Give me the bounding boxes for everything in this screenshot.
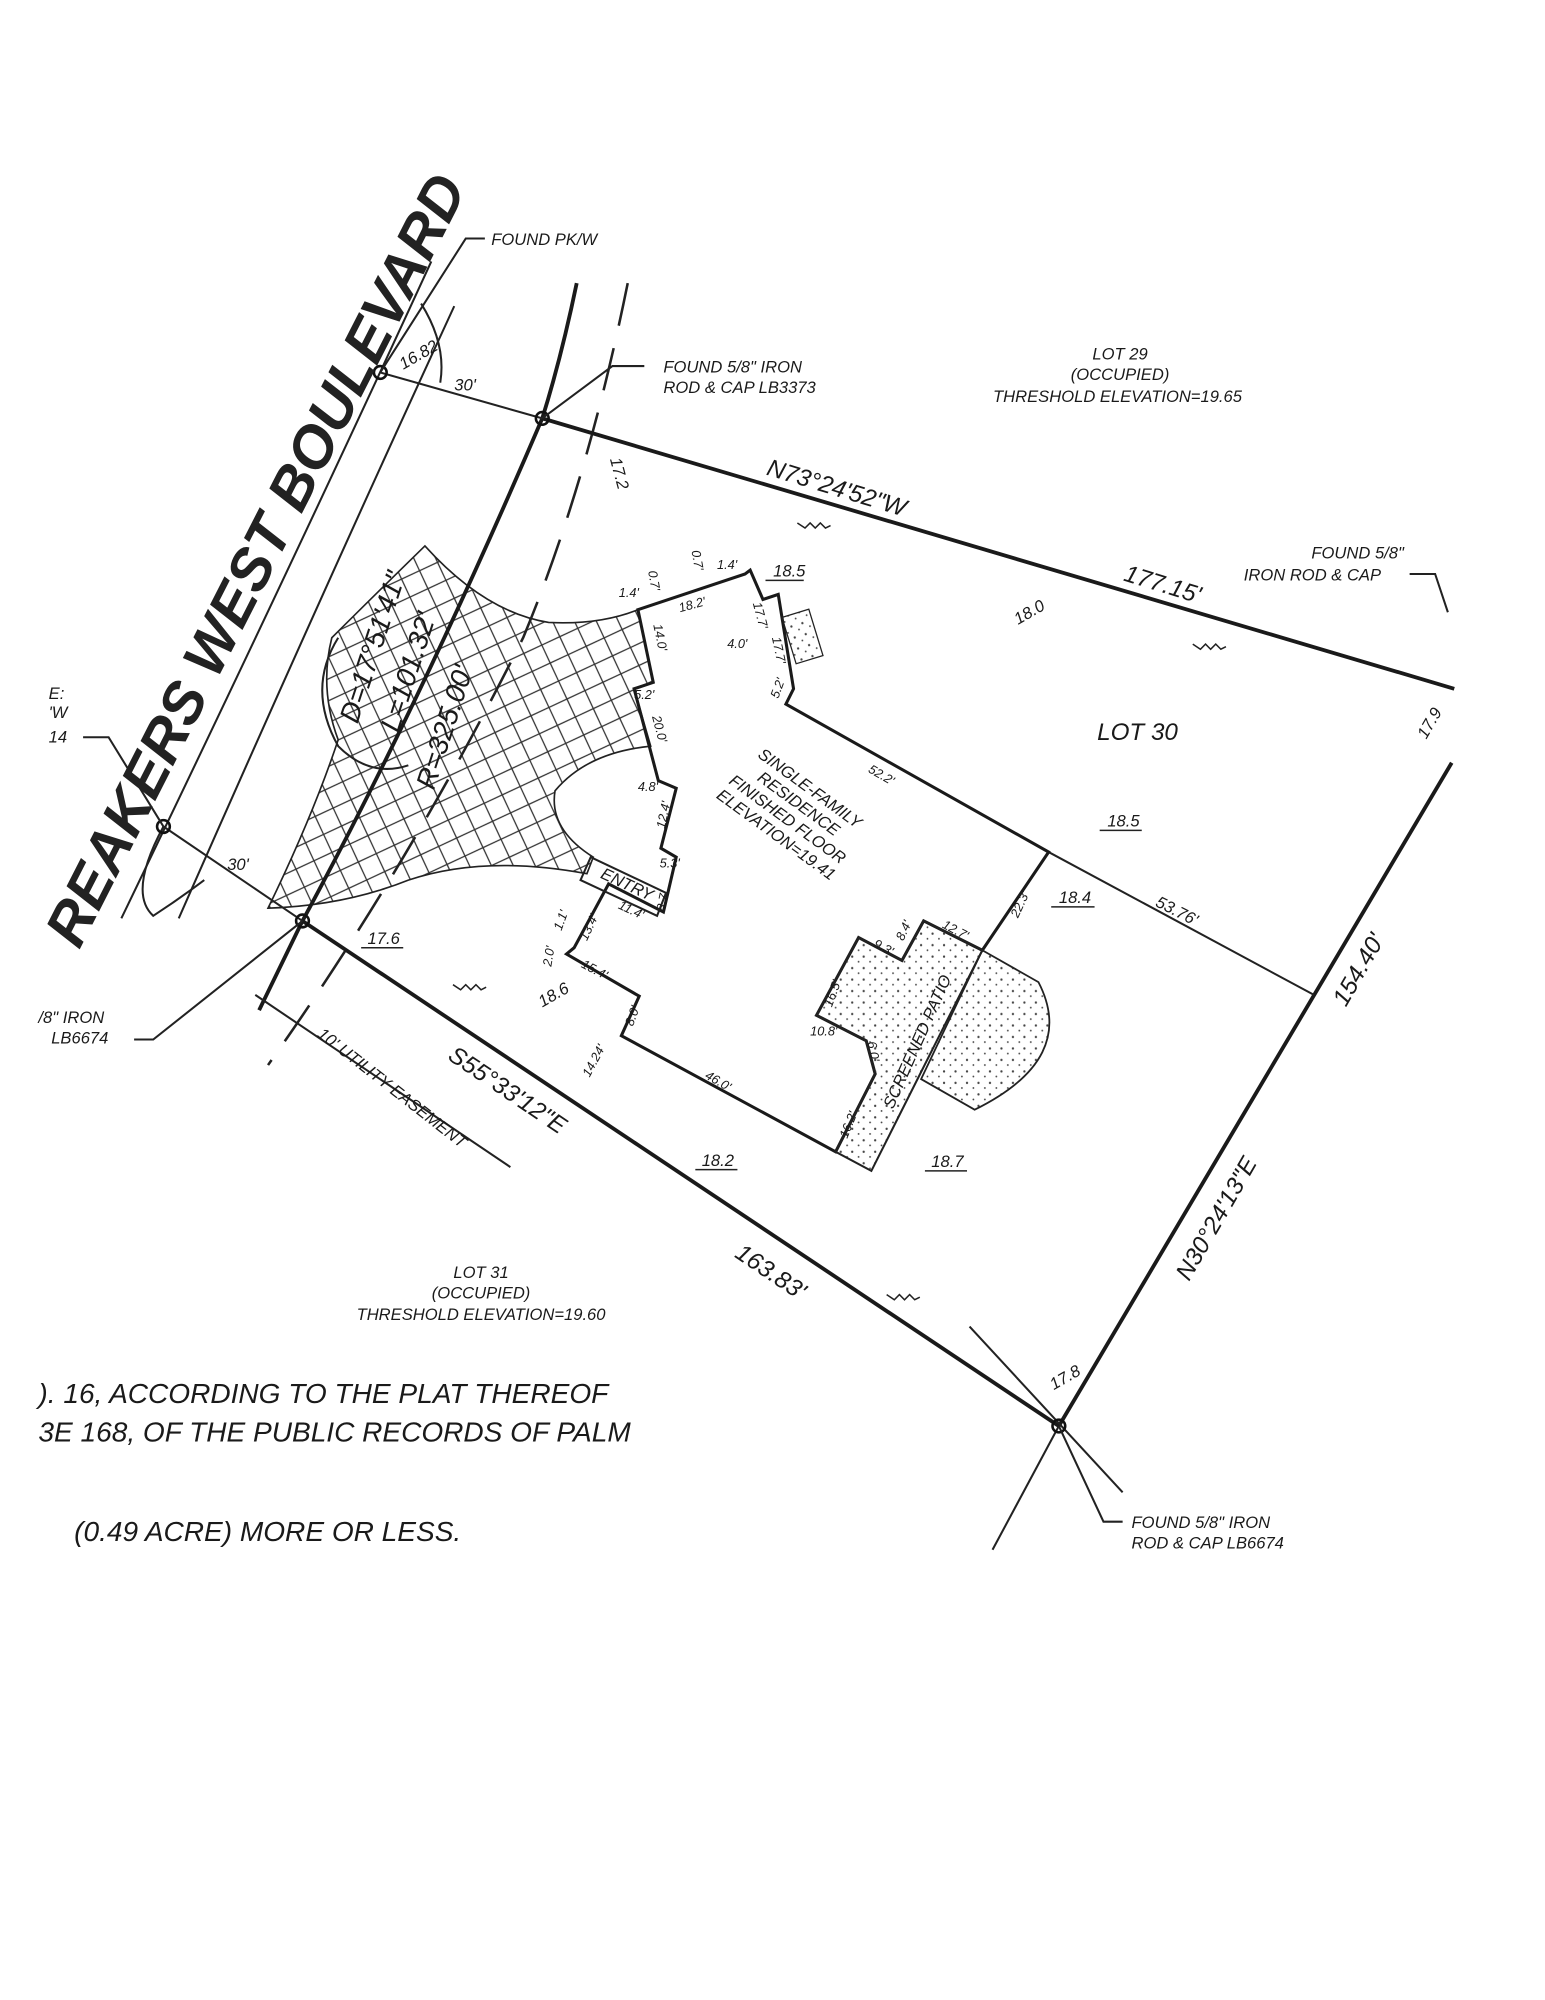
legal-area: (0.49 ACRE) MORE OR LESS.	[74, 1516, 461, 1547]
svg-text:12.4': 12.4'	[653, 799, 673, 829]
svg-text:5.3': 5.3'	[660, 855, 681, 870]
elevation: 18.6	[535, 978, 573, 1011]
svg-text:8.4': 8.4'	[892, 917, 914, 942]
legal-line-1: ). 16, ACCORDING TO THE PLAT THEREOF	[35, 1378, 610, 1409]
easement-line	[254, 994, 511, 1168]
house-to-east: 53.76'	[1153, 892, 1202, 930]
elevation: 17.8	[1046, 1361, 1084, 1394]
svg-text:8.0': 8.0'	[622, 1003, 643, 1028]
east-boundary-ext	[991, 1425, 1060, 1551]
easement-label: 10' UTILITY EASEMENT	[314, 1024, 472, 1153]
svg-text:0.7': 0.7'	[689, 549, 707, 572]
leader-lines	[83, 237, 1449, 1523]
svg-text:5.2': 5.2'	[767, 675, 788, 700]
svg-text:8.7': 8.7'	[653, 889, 672, 912]
cul-de-sac	[141, 303, 443, 918]
svg-text:17.7': 17.7'	[769, 635, 789, 665]
label-rod-east-1: FOUND 5/8"	[1311, 544, 1405, 563]
setback-north: 17.2	[606, 455, 633, 491]
label-rod-se-1: FOUND 5/8" IRON	[1132, 1513, 1271, 1532]
north-boundary	[541, 416, 1455, 691]
svg-text:1.1': 1.1'	[550, 908, 571, 933]
svg-text:0.7': 0.7'	[645, 569, 663, 592]
svg-text:20.0': 20.0'	[649, 713, 671, 745]
svg-text:46.0': 46.0'	[703, 1067, 735, 1094]
left-partial-2: 'W	[49, 703, 69, 722]
east-bearing: N30°24'13"E	[1171, 1152, 1263, 1285]
driveway	[266, 544, 655, 910]
label-rod-sw-2: LB6674	[51, 1028, 108, 1047]
svg-text:4.0': 4.0'	[727, 636, 748, 651]
road-edge-inner	[177, 305, 456, 919]
lot31-name: LOT 31	[453, 1263, 508, 1282]
elevation: 18.7	[931, 1152, 964, 1171]
elevation: 18.5	[773, 562, 806, 581]
row-line-bottom	[162, 825, 304, 922]
elevation-underlines	[361, 579, 1142, 1172]
row-line-top	[380, 371, 543, 420]
elevation: 17.6	[368, 929, 401, 948]
lot30-name: LOT 30	[1097, 719, 1178, 746]
south-boundary	[301, 919, 1060, 1428]
east-distance: 154.40'	[1328, 928, 1391, 1011]
lot29-name: LOT 29	[1092, 345, 1147, 364]
elevation: 18.5	[1107, 812, 1140, 831]
grass-symbols	[452, 521, 1227, 1301]
left-partial-1: E:	[49, 684, 65, 703]
svg-text:17.7': 17.7'	[750, 600, 772, 631]
label-rod-se-2: ROD & CAP LB6674	[1132, 1533, 1284, 1552]
svg-text:2.0': 2.0'	[539, 944, 558, 968]
ac-pad	[781, 608, 824, 665]
front-property-line	[257, 282, 579, 1012]
svg-text:10.8': 10.8'	[810, 1024, 838, 1039]
svg-text:14.0': 14.0'	[650, 623, 670, 653]
svg-text:1.4': 1.4'	[717, 557, 738, 572]
left-partial-3: 14	[49, 727, 67, 746]
row-bottom: 30'	[227, 855, 249, 874]
pool-deck	[919, 949, 1051, 1111]
lot29-elevation: THRESHOLD ELEVATION=19.65	[993, 387, 1243, 406]
dashed-line	[266, 282, 629, 1066]
driveway-island	[321, 637, 409, 770]
label-rod-sw-1: /8" IRON	[37, 1008, 104, 1027]
monument-markers	[155, 364, 1067, 1434]
elevation: 18.2	[702, 1151, 734, 1170]
svg-text:5.2': 5.2'	[634, 687, 655, 702]
svg-text:1.4': 1.4'	[619, 585, 640, 600]
label-found-pk: FOUND PK/W	[491, 230, 598, 249]
elevation: 18.0	[1011, 595, 1049, 628]
elevation: 18.4	[1059, 888, 1091, 907]
se-extension	[968, 1325, 1124, 1494]
svg-text:4.8': 4.8'	[638, 779, 659, 794]
entry-porch	[579, 855, 668, 918]
svg-text:13.4': 13.4'	[576, 911, 601, 943]
lot31-elevation: THRESHOLD ELEVATION=19.60	[357, 1305, 607, 1324]
house-to-east-tie	[1048, 851, 1315, 996]
svg-text:22.3': 22.3'	[1007, 888, 1033, 920]
row-top: 30'	[454, 375, 476, 394]
lot29-status: (OCCUPIED)	[1071, 365, 1170, 384]
south-distance: 163.83'	[730, 1239, 811, 1306]
label-rod-north-1: FOUND 5/8" IRON	[663, 357, 802, 376]
svg-text:14.24': 14.24'	[579, 1041, 609, 1079]
label-rod-north-2: ROD & CAP LB3373	[663, 378, 816, 397]
elevation: 17.9	[1413, 704, 1446, 741]
screened-patio	[815, 919, 984, 1173]
legal-line-2: 3E 168, OF THE PUBLIC RECORDS OF PALM	[38, 1416, 631, 1447]
label-rod-east-2: IRON ROD & CAP	[1244, 565, 1381, 584]
svg-text:6.0': 6.0'	[865, 1040, 883, 1063]
road-edge-outer	[120, 261, 433, 919]
lot31-status: (OCCUPIED)	[432, 1283, 531, 1302]
east-boundary	[1057, 761, 1454, 1427]
svg-text:18.2': 18.2'	[677, 593, 708, 615]
